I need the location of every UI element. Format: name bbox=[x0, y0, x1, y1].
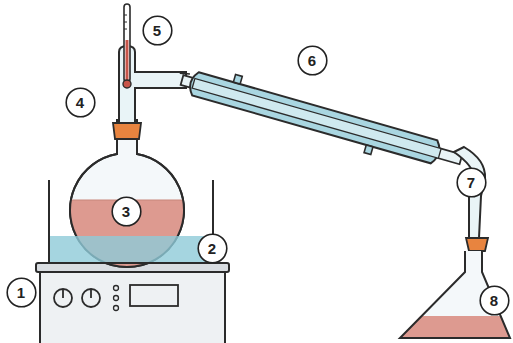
callout-number: 7 bbox=[467, 175, 475, 190]
callout-circle: 8 bbox=[479, 285, 510, 316]
callout-circle-shape bbox=[480, 286, 509, 315]
callout-circle-shape bbox=[198, 234, 227, 263]
callout-circle-shape bbox=[66, 88, 95, 117]
callout-circle: 7 bbox=[456, 167, 487, 198]
callout-circle-shape bbox=[298, 46, 327, 75]
callout-number: 8 bbox=[490, 293, 498, 308]
callout-number: 3 bbox=[122, 204, 130, 219]
callout-circle-shape bbox=[112, 197, 141, 226]
erlenmeyer-flask bbox=[395, 251, 513, 343]
callout-circle: 1 bbox=[6, 277, 37, 308]
callout-number: 5 bbox=[153, 23, 161, 38]
callout-circle: 6 bbox=[297, 45, 328, 76]
liebig-condenser bbox=[173, 60, 467, 179]
callout-circle: 2 bbox=[197, 233, 228, 264]
adapter bbox=[454, 147, 488, 251]
water-bath bbox=[49, 180, 213, 263]
callout-circle-shape bbox=[7, 278, 36, 307]
callout-circle-shape bbox=[143, 16, 172, 45]
hotplate bbox=[36, 263, 229, 343]
callout-number: 4 bbox=[76, 95, 84, 110]
callout-number: 1 bbox=[17, 285, 25, 300]
callout-number: 6 bbox=[308, 53, 316, 68]
callout-number: 2 bbox=[208, 241, 216, 256]
callout-circle-shape bbox=[457, 168, 486, 197]
callout-circle: 3 bbox=[111, 196, 142, 227]
callout-circle: 5 bbox=[142, 15, 173, 46]
still-head bbox=[119, 4, 186, 123]
callout-circle: 4 bbox=[65, 87, 96, 118]
